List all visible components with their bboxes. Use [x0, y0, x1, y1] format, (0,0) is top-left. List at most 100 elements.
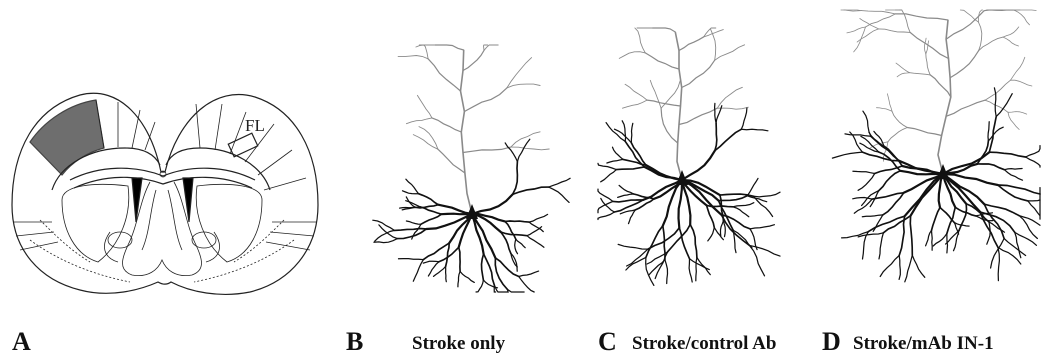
- dendrite-segment: [862, 215, 883, 217]
- dendrite-segment: [1015, 232, 1021, 257]
- dendrite-segment: [435, 45, 464, 50]
- dendrite-segment: [899, 256, 900, 280]
- dendrite-segment: [1011, 80, 1032, 86]
- dendrite-segment: [897, 73, 910, 77]
- dendrite-segment: [406, 179, 419, 194]
- dendrite-segment: [998, 247, 999, 280]
- dendrite-segment: [1011, 57, 1025, 80]
- dendrite-segment: [933, 234, 947, 247]
- dendrite-segment: [527, 236, 544, 248]
- lesion-area: [30, 100, 104, 175]
- dendrite-segment: [505, 143, 517, 162]
- dendrite-segment: [373, 220, 395, 230]
- dendrite-segment: [519, 277, 534, 293]
- dendrite-segment: [598, 163, 616, 169]
- dendrite-segment: [985, 80, 1011, 100]
- dendrite-segment: [484, 254, 495, 285]
- dendrite-segment: [754, 192, 780, 197]
- dendrite-segment: [717, 87, 742, 108]
- dendrite-segment: [926, 54, 930, 75]
- dendrite-segment: [421, 214, 441, 224]
- dendrite-segment: [715, 123, 717, 150]
- striatum-left: [62, 184, 129, 262]
- dendrite-segment: [1008, 112, 1019, 129]
- dendrite-segment: [517, 139, 529, 161]
- dendrite-segment: [1026, 146, 1040, 157]
- dendrite-segment: [501, 232, 511, 253]
- dendrite-segment: [926, 230, 932, 245]
- dendrite-segment: [419, 194, 439, 205]
- dendrite-segment: [507, 58, 532, 88]
- dendrite-segment: [708, 228, 715, 241]
- dendrite-segment: [635, 28, 645, 53]
- dendrite-segment: [459, 247, 460, 271]
- dendrite-segment: [406, 221, 421, 224]
- dendrite-segment: [1019, 216, 1040, 226]
- dendrite-segment: [853, 198, 873, 200]
- dendrite-segment: [1004, 170, 1022, 181]
- dendrite-segment: [940, 208, 954, 223]
- dendrite-segment: [1003, 27, 1019, 37]
- dendrite-segment: [463, 147, 511, 152]
- dendrite-segment: [707, 205, 733, 207]
- dendrite-segment: [682, 60, 715, 87]
- dendrite-segment: [863, 111, 871, 136]
- dendrite-segment: [715, 45, 745, 60]
- dendrite-segment: [733, 207, 749, 217]
- dendrite-segment: [861, 136, 879, 152]
- dendrite-segment: [406, 118, 432, 124]
- dendrite-segment: [715, 129, 741, 150]
- dendrite-segment: [741, 108, 747, 129]
- dendrite-segment: [679, 180, 683, 228]
- dendrite-segment: [399, 259, 424, 260]
- dendrite-segment: [912, 255, 925, 277]
- dendrite-segment: [910, 216, 912, 256]
- dendrite-segment: [715, 103, 717, 123]
- dendrite-segment: [653, 28, 676, 32]
- dendrite-segment: [907, 128, 941, 136]
- dendrite-segment: [853, 171, 875, 173]
- dendrite-segment: [988, 127, 1003, 141]
- dendrite-segment: [947, 207, 955, 233]
- dendrite-segment: [1026, 157, 1040, 167]
- dendrite-segment: [472, 194, 513, 214]
- dendrite-segment: [750, 225, 774, 229]
- dendrite-segment: [598, 212, 614, 220]
- dendrite-segment: [460, 272, 474, 283]
- dendrite-segment: [896, 63, 910, 73]
- dendrite-segment: [987, 222, 990, 244]
- dendrite-segment: [428, 59, 460, 91]
- dendrite-segment: [622, 121, 625, 142]
- dendrite-segment: [924, 38, 926, 54]
- dendrite-segment: [549, 187, 569, 202]
- ventricle-right: [183, 178, 193, 222]
- dendrite-segment: [733, 203, 754, 207]
- dendrite-segment: [423, 261, 439, 263]
- striatum-right: [196, 184, 262, 262]
- dendrite-segment: [476, 280, 483, 292]
- dendrite-segment: [719, 196, 748, 201]
- dendrite-segment: [438, 205, 472, 214]
- dendrite-segment: [400, 207, 416, 208]
- dendrite-segment: [910, 73, 931, 75]
- apical-dendrite: [461, 50, 473, 214]
- dendrite-segment: [1004, 169, 1022, 170]
- dendrite-segment: [419, 127, 438, 150]
- dendrite-segment: [879, 233, 883, 259]
- dendrite-segment: [847, 27, 866, 33]
- panel-c-caption: Stroke/control Ab: [632, 334, 776, 353]
- dashed-boundaries: [30, 220, 294, 282]
- dendrite-segment: [858, 174, 875, 191]
- dendrite-segment: [854, 199, 872, 213]
- dendrite-segment: [747, 178, 758, 195]
- dendrite-segment: [1028, 200, 1040, 201]
- dendrite-segment: [446, 243, 450, 266]
- dendrite-segment: [1004, 239, 1026, 256]
- dendrite-segment: [1019, 216, 1037, 239]
- fl-region-label: FL: [245, 116, 265, 135]
- dendrite-segment: [606, 123, 625, 142]
- dendrite-segment: [631, 123, 632, 142]
- dendrite-segment: [1014, 10, 1036, 11]
